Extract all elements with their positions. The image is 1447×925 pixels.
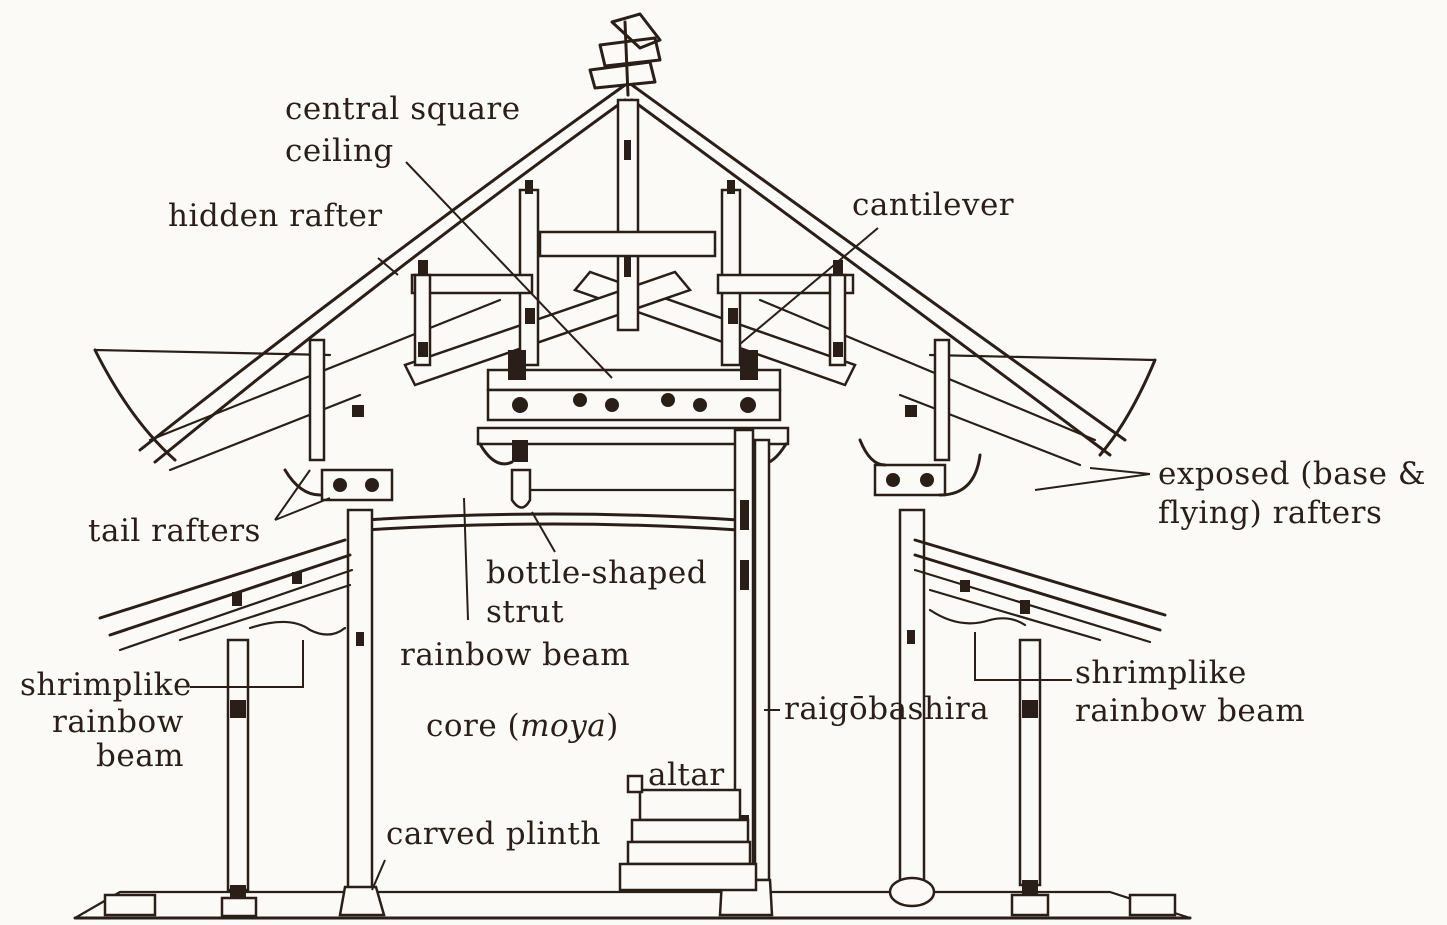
label-central-square-ceiling-line2: ceiling — [285, 133, 394, 169]
left-main-pillar — [338, 405, 386, 917]
central-ceiling-brackets — [486, 350, 782, 422]
label-altar: altar — [648, 757, 725, 793]
roof-truss — [308, 98, 951, 462]
altar — [618, 774, 758, 892]
pillar-bracket-sets — [283, 438, 982, 502]
label-shrimplike-left-line1: shrimplike — [20, 667, 192, 703]
right-main-pillar — [888, 405, 936, 908]
ridge-ornament — [588, 12, 662, 97]
label-core-suffix: ) — [606, 708, 619, 744]
label-shrimplike-left-line3: beam — [96, 738, 185, 774]
raigobashira-pillars — [718, 428, 774, 917]
label-central-square-ceiling-line1: central square — [285, 91, 521, 127]
label-core-prefix: core ( — [426, 708, 521, 744]
inner-frame — [476, 426, 790, 509]
label-exposed-rafters-line2: flying) rafters — [1158, 495, 1383, 531]
leader-lines — [190, 161, 1151, 891]
rainbow-beam — [363, 512, 740, 532]
label-core-moya-italic: moya — [520, 708, 607, 744]
right-aisle-roof — [913, 538, 1167, 644]
label-raigobashira: raigōbashira — [784, 691, 990, 727]
left-aisle-pillar — [220, 638, 258, 918]
ground-line — [73, 890, 1192, 920]
label-exposed-rafters-line1: exposed (base & — [1158, 456, 1426, 492]
label-bottle-shaped-strut-line1: bottle-shaped — [486, 555, 708, 591]
label-carved-plinth: carved plinth — [386, 816, 601, 852]
label-tail-rafters: tail rafters — [88, 513, 261, 549]
left-aisle-roof — [98, 538, 354, 652]
label-shrimplike-left-line2: rainbow — [52, 704, 184, 740]
right-aisle-pillar — [1010, 638, 1050, 917]
main-roof — [93, 83, 1157, 472]
label-shrimplike-right-line1: shrimplike — [1075, 655, 1247, 691]
label-hidden-rafter: hidden rafter — [168, 198, 383, 234]
label-core-moya: core (moya) — [426, 707, 619, 746]
label-bottle-shaped-strut-line2: strut — [486, 594, 565, 630]
label-rainbow-beam: rainbow beam — [400, 637, 631, 673]
label-shrimplike-right-line2: rainbow beam — [1075, 693, 1306, 729]
label-cantilever: cantilever — [852, 187, 1015, 223]
